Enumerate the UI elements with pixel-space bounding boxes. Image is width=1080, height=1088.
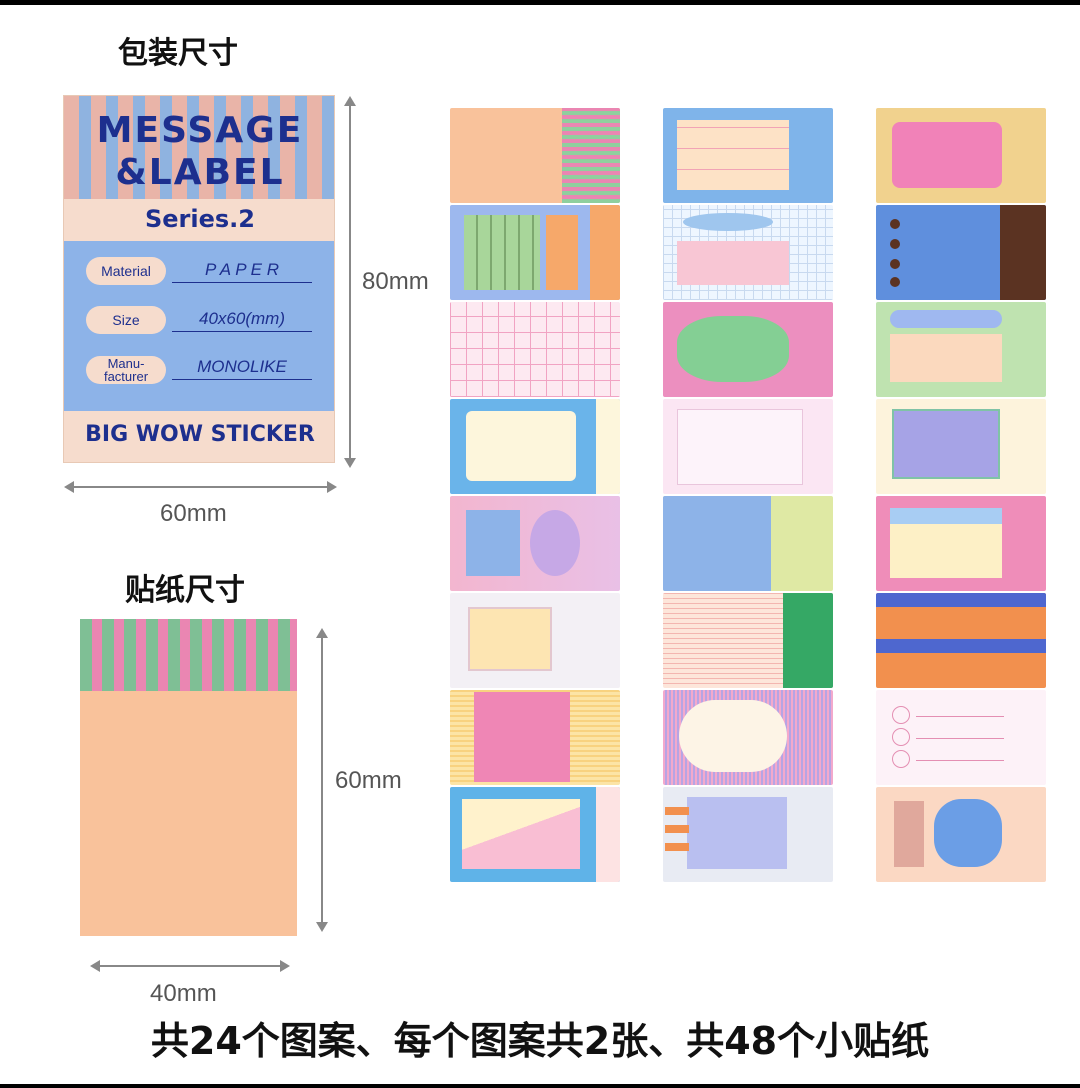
- sticker-height-arrow-bottom: [316, 922, 328, 932]
- sticker-design: [450, 593, 620, 688]
- package-height-arrow-top: [344, 96, 356, 106]
- package-brand-line1: MESSAGE: [96, 110, 304, 151]
- sticker-design: [450, 205, 620, 300]
- sticker-design: [663, 302, 833, 397]
- package-series: Series.2: [144, 205, 255, 233]
- package-width-arrow-right: [327, 481, 337, 493]
- sticker-design: [876, 690, 1046, 785]
- sticker-design: [663, 690, 833, 785]
- sticker-stripes: [80, 619, 297, 691]
- sticker-strip-2: [663, 108, 833, 882]
- sticker-design: [876, 205, 1046, 300]
- sticker-design: [876, 496, 1046, 591]
- sticker-design: [876, 302, 1046, 397]
- sticker-design: [663, 205, 833, 300]
- package-brand-line2: &LABEL: [115, 152, 285, 193]
- sticker-strip-1: [450, 108, 620, 882]
- sticker-design: [663, 787, 833, 882]
- bottom-border: [0, 1084, 1080, 1088]
- package-info-panel: Material P A P E R Size 40x60(mm) Manu- …: [64, 241, 334, 411]
- size-label: Size: [86, 306, 166, 334]
- package-width-label: 60mm: [160, 500, 227, 527]
- sticker-height-line: [321, 636, 323, 922]
- sticker-illustration: [80, 619, 297, 936]
- manufacturer-value: MONOLIKE: [172, 357, 312, 380]
- package-footer-band: [64, 411, 334, 462]
- sticker-design: [663, 496, 833, 591]
- top-border: [0, 0, 1080, 5]
- material-value: P A P E R: [172, 260, 312, 283]
- sticker-height-label: 60mm: [335, 767, 402, 794]
- package-stripes: [64, 96, 334, 199]
- package-series-band: [64, 199, 334, 241]
- sticker-width-label: 40mm: [150, 980, 217, 1007]
- sticker-width-arrow-right: [280, 960, 290, 972]
- sticker-design: [876, 399, 1046, 494]
- sticker-design: [450, 302, 620, 397]
- sticker-width-arrow-left: [90, 960, 100, 972]
- sticker-design: [663, 108, 833, 203]
- package-illustration: MESSAGE &LABEL Series.2 Material P A P E…: [63, 95, 335, 463]
- sticker-design: [450, 787, 620, 882]
- sticker-strip-3: [876, 108, 1046, 882]
- package-footer-text: BIG WOW STICKER: [85, 422, 315, 447]
- package-height-label: 80mm: [362, 268, 429, 295]
- sticker-design: [450, 399, 620, 494]
- package-width-line: [72, 486, 328, 488]
- package-size-title: 包装尺寸: [118, 36, 238, 71]
- material-label: Material: [86, 257, 166, 285]
- sticker-width-line: [98, 965, 280, 967]
- package-width-arrow-left: [64, 481, 74, 493]
- package-height-arrow-bottom: [344, 458, 356, 468]
- manufacturer-label: Manu- facturer: [86, 356, 166, 384]
- sticker-design: [450, 690, 620, 785]
- sticker-design: [450, 108, 620, 203]
- package-height-line: [349, 104, 351, 458]
- sticker-design: [876, 108, 1046, 203]
- sticker-design: [876, 593, 1046, 688]
- sticker-design: [876, 787, 1046, 882]
- sticker-size-title: 贴纸尺寸: [125, 573, 245, 608]
- sticker-design: [663, 399, 833, 494]
- sticker-design: [450, 496, 620, 591]
- sticker-design: [663, 593, 833, 688]
- sticker-height-arrow-top: [316, 628, 328, 638]
- bottom-caption: 共24个图案、每个图案共2张、共48个小贴纸: [150, 1019, 930, 1063]
- size-value: 40x60(mm): [172, 309, 312, 332]
